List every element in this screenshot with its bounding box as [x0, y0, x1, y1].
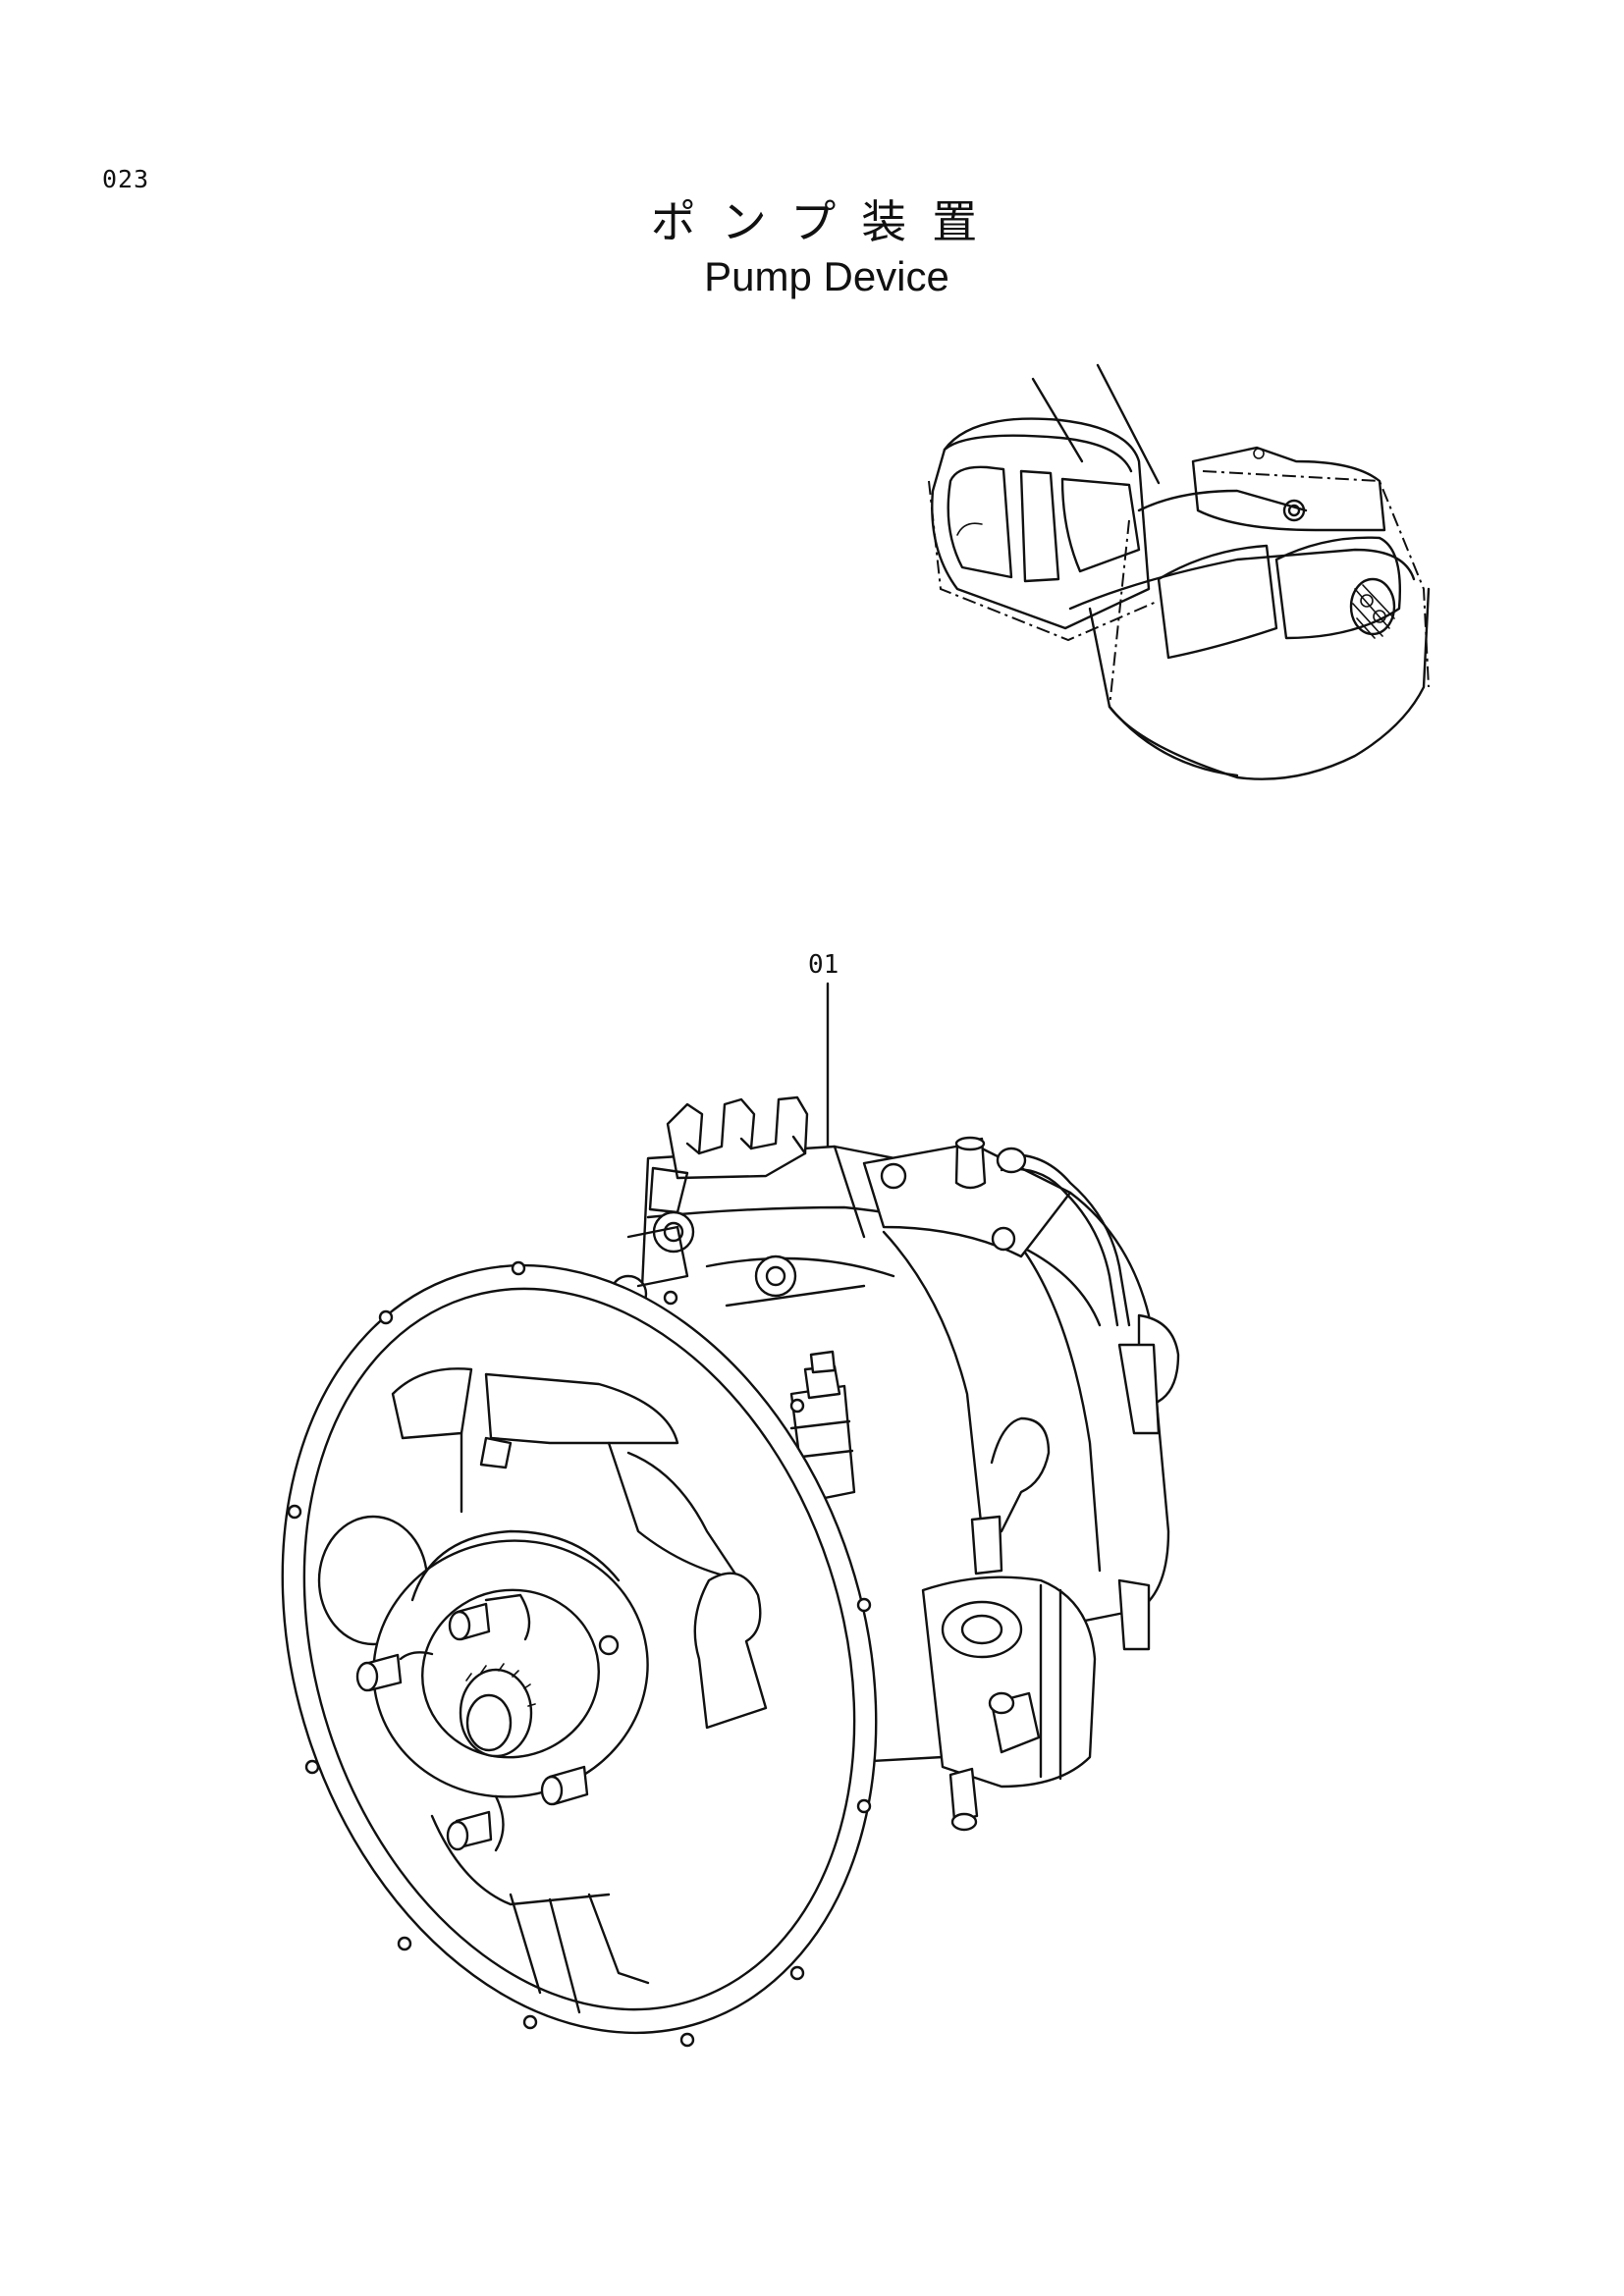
page-number: 023: [102, 165, 150, 193]
pump-assembly-illustration: [281, 1095, 1180, 2048]
callout-label-01: 01: [808, 950, 839, 980]
excavator-locator-illustration: [928, 363, 1431, 780]
title-english: Pump Device: [704, 253, 949, 299]
pump-location-marker: [1349, 577, 1396, 639]
title-japanese: ポンプ装置: [650, 195, 1003, 248]
